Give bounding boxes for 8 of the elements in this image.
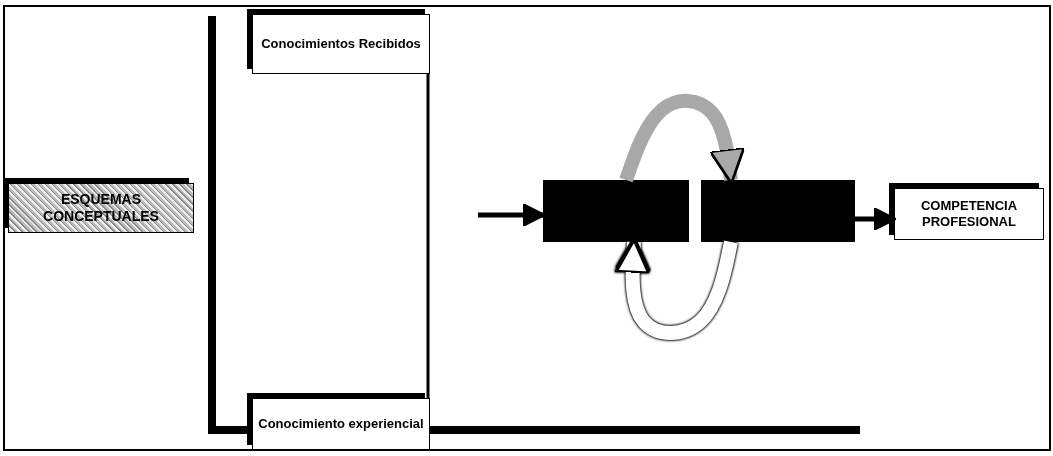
node-label: ESQUEMAS CONCEPTUALES <box>42 190 160 226</box>
arrow <box>619 93 746 185</box>
node-label: COMPETENCIA PROFESIONAL <box>919 197 1019 231</box>
node-label: Conocimientos Recibidos <box>261 35 421 53</box>
node-label: Conocimiento experiencial <box>258 415 424 433</box>
filled-box <box>543 180 689 242</box>
connector-line <box>426 74 430 398</box>
filled-box <box>701 180 855 242</box>
